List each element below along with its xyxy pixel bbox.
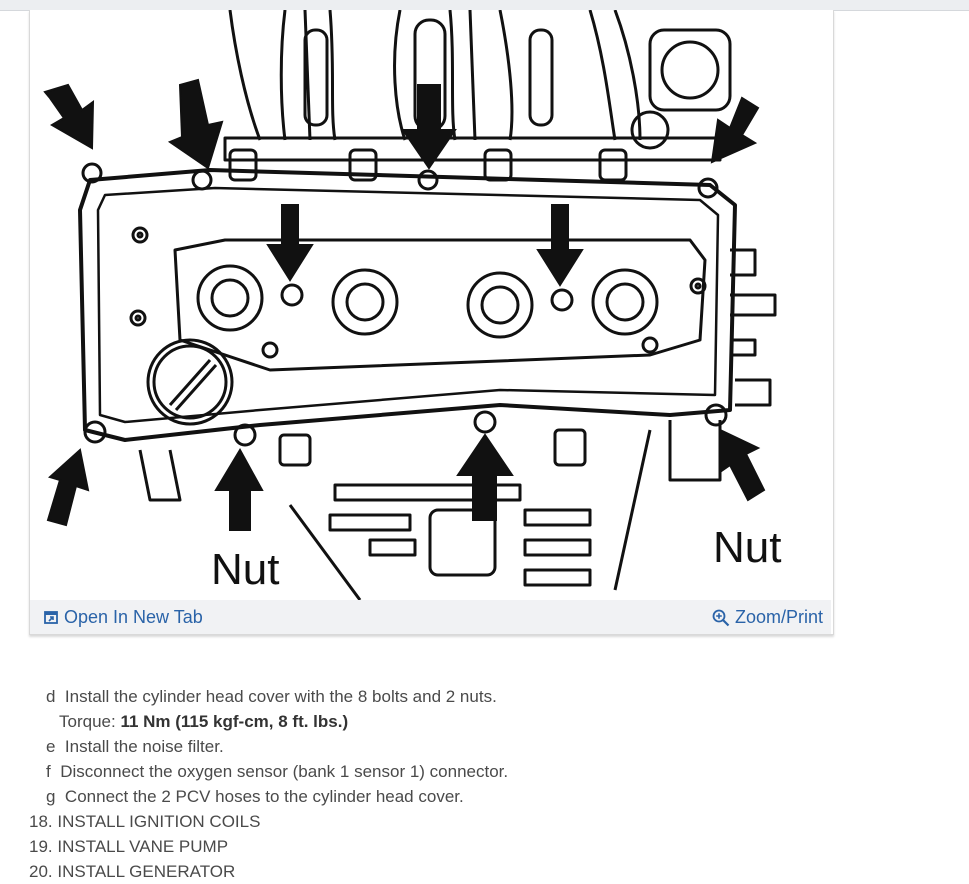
step-e: e Install the noise filter.	[46, 734, 224, 759]
open-in-new-tab-link[interactable]: Open In New Tab	[44, 607, 203, 628]
zoom-print-link[interactable]: Zoom/Print	[712, 607, 823, 628]
nut-label-right: Nut	[713, 523, 781, 572]
zoom-print-label: Zoom/Print	[734, 607, 823, 627]
torque-label: Torque:	[59, 712, 116, 731]
step-g: g Connect the 2 PCV hoses to the cylinde…	[46, 784, 464, 809]
open-in-new-tab-label: Open In New Tab	[64, 607, 203, 627]
open-new-tab-icon	[44, 610, 59, 625]
step-letter: g	[46, 787, 56, 806]
step-text: Install the noise filter.	[64, 737, 224, 756]
step-f: f Disconnect the oxygen sensor (bank 1 s…	[46, 759, 508, 784]
step-d: d Install the cylinder head cover with t…	[46, 684, 497, 709]
step-letter: e	[46, 737, 56, 756]
step-letter: f	[46, 762, 51, 781]
figure-card: Nut Nut Open In New Tab Zoom/Pri	[29, 10, 834, 635]
torque-value: 11 Nm (115 kgf-cm, 8 ft. lbs.)	[120, 712, 349, 731]
step-letter: d	[46, 687, 56, 706]
torque-spec: Torque: 11 Nm (115 kgf-cm, 8 ft. lbs.)	[59, 709, 348, 734]
figure-toolbar: Open In New Tab Zoom/Print	[30, 600, 831, 634]
step-text: Disconnect the oxygen sensor (bank 1 sen…	[60, 762, 509, 781]
zoom-plus-icon	[712, 609, 730, 627]
step-18: 18. INSTALL IGNITION COILS	[29, 812, 261, 831]
step-text: Install the cylinder head cover with the…	[64, 687, 497, 706]
step-20: 20. INSTALL GENERATOR	[29, 862, 236, 881]
engine-head-cover-diagram: Nut Nut	[43, 10, 781, 600]
step-19: 19. INSTALL VANE PUMP	[29, 837, 229, 856]
nut-label-left: Nut	[211, 545, 279, 594]
step-text: Connect the 2 PCV hoses to the cylinder …	[64, 787, 464, 806]
